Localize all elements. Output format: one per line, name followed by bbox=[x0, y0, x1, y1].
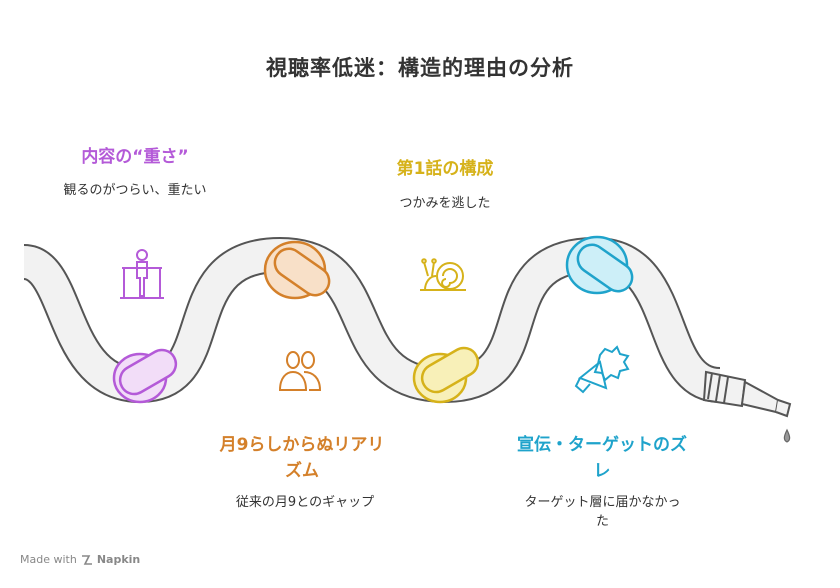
label-content-weight: 内容の“重さ” bbox=[81, 147, 189, 167]
knot-content-weight bbox=[112, 348, 178, 404]
snail-icon bbox=[420, 258, 466, 291]
desc-realism: 従来の月9とのギャップ bbox=[235, 495, 375, 510]
footer-brand: Napkin bbox=[96, 553, 141, 566]
knot-realism bbox=[263, 240, 331, 300]
knot-promotion bbox=[565, 235, 634, 295]
people-icon bbox=[278, 351, 322, 391]
page-title: 視聴率低迷：構造的理由の分析 bbox=[266, 56, 574, 80]
desc-promotion: ターゲット層に届かなかった bbox=[524, 495, 681, 529]
footer-credit: Made with Napkin bbox=[20, 553, 140, 566]
desc-content-weight: 観るのがつらい、重たい bbox=[63, 183, 207, 198]
person-railing-icon bbox=[120, 249, 164, 299]
hose-nozzle bbox=[702, 370, 792, 443]
desc-episode-one: つかみを逃した bbox=[399, 196, 491, 211]
megaphone-icon bbox=[574, 345, 630, 394]
label-promotion: 宣伝・ターゲットのズレ bbox=[517, 435, 687, 481]
footer-made-with: Made with bbox=[20, 553, 77, 566]
napkin-logo-icon bbox=[81, 554, 92, 565]
label-realism: 月9らしからぬリアリズム bbox=[219, 435, 385, 481]
label-episode-one: 第1話の構成 bbox=[396, 159, 494, 179]
knot-episode-one bbox=[412, 346, 480, 404]
